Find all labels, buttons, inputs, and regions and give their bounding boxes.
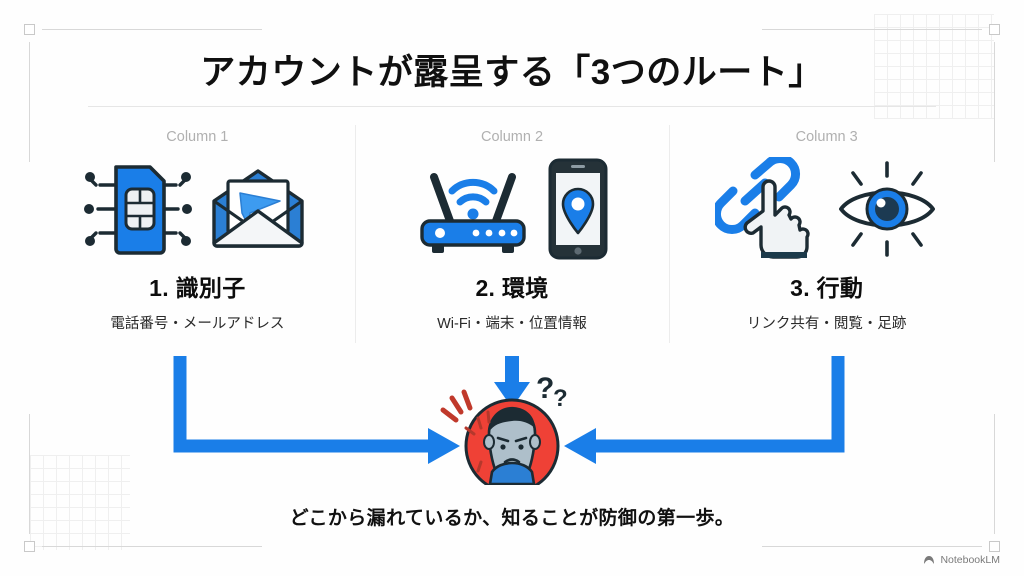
columns-container: Column 1 [40,125,984,350]
corner-bracket-bottom-right [762,414,1002,554]
corner-square-icon [24,24,35,35]
sim-card-icon [84,165,193,255]
arrow-down-middle [494,356,530,408]
arrow-right-elbow [564,356,845,464]
corner-square-icon [989,541,1000,552]
column-2-icons [414,153,610,265]
column-1-header: Column 1 [166,129,229,145]
link-click-icon [714,157,810,259]
svg-text:?: ? [536,372,554,405]
column-1-icons [84,153,310,265]
wifi-router-icon [420,173,526,253]
column-1-subtitle: 電話番号・メールアドレス [110,316,285,332]
smartphone-location-icon [548,158,608,260]
column-2-subtitle: Wi-Fi・端末・位置情報 [437,316,587,332]
stress-marks-icon [464,410,491,473]
svg-text:?: ? [553,385,568,412]
arrow-left-elbow [173,356,460,464]
column-behavior: Column 3 [669,125,984,350]
envelope-mail-icon [212,169,305,248]
corner-square-icon [989,24,1000,35]
worried-person-icon [464,398,560,485]
column-3-header: Column 3 [795,129,858,145]
column-2-title: 2. 環境 [475,275,549,301]
watermark: NotebookLM [923,554,1000,566]
column-identifiers: Column 1 [40,125,355,350]
column-3-subtitle: リンク共有・閲覧・足跡 [746,316,907,332]
column-environment: Column 2 [354,125,670,350]
flow-diagram: ? ? [0,350,1024,485]
slide-title: アカウントが露呈する「3つのルート」 [200,53,824,92]
corner-bracket-top-left [22,22,262,162]
corner-bracket-top-right [762,22,1002,162]
pointing-hand-icon [743,179,810,259]
title-divider [88,106,936,107]
column-3-icons [714,153,939,265]
corner-bracket-bottom-left [22,414,262,554]
watermark-label: NotebookLM [940,554,1000,566]
question-marks-icon: ? ? [536,372,568,412]
column-3-title: 3. 行動 [790,275,864,301]
watching-eye-icon [838,161,935,257]
exclamation-marks-icon [440,389,473,423]
column-1-title: 1. 識別子 [149,275,246,301]
slide-caption: どこから漏れているか、知ることが防御の第一歩。 [289,508,735,529]
column-2-header: Column 2 [480,129,544,145]
corner-square-icon [24,541,35,552]
notebooklm-logo-icon [924,556,935,564]
